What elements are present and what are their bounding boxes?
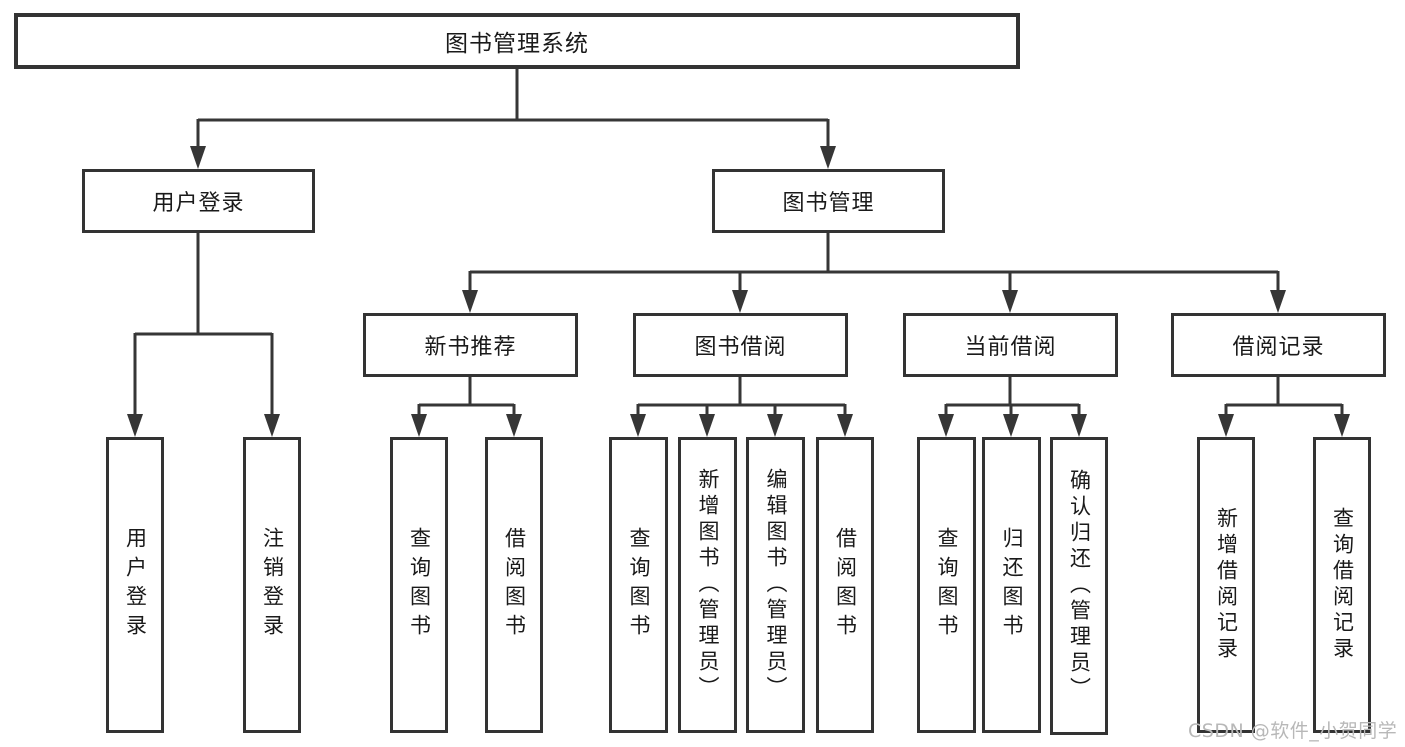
node-book-management: 图书管理 [712,169,945,233]
node-current-borrowing: 当前借阅 [903,313,1118,377]
leaf-borrow-books-1-label: 借阅图书 [502,527,527,643]
leaf-search-books-1-label: 查询图书 [407,527,432,643]
connector-book-management-to-level3 [462,233,1286,313]
leaf-add-books-admin-label: 新增图书（管理员） [696,468,720,702]
node-book-borrowing: 图书借阅 [633,313,848,377]
connector-book-borrowing-to-leaves [630,377,853,437]
node-borrowing-records-label: 借阅记录 [1232,335,1325,360]
leaf-search-books-3: 查询图书 [917,437,976,733]
leaf-borrow-books-2: 借阅图书 [816,437,874,733]
leaf-search-borrow-record: 查询借阅记录 [1313,437,1371,733]
leaf-add-borrow-record: 新增借阅记录 [1197,437,1255,733]
leaf-logout: 注销登录 [243,437,301,733]
leaf-user-login-label: 用户登录 [123,527,148,643]
leaf-search-books-3-label: 查询图书 [935,527,959,643]
leaf-confirm-return-admin-label: 确认归还（管理员） [1067,469,1092,703]
connector-user-login-to-leaves [127,233,280,437]
node-current-borrowing-label: 当前借阅 [964,335,1057,360]
leaf-search-books-1: 查询图书 [390,437,448,733]
connector-current-borrowing-to-leaves [938,377,1087,437]
leaf-return-books: 归还图书 [982,437,1041,733]
connector-borrowing-records-to-leaves [1218,377,1350,437]
leaf-borrow-books-2-label: 借阅图书 [833,527,858,643]
leaf-logout-label: 注销登录 [260,527,285,643]
node-new-book-recommend-label: 新书推荐 [424,335,517,360]
node-root: 图书管理系统 [14,13,1020,69]
watermark-text: CSDN @软件_小贺同学 [1188,720,1398,742]
leaf-add-books-admin: 新增图书（管理员） [678,437,737,733]
node-user-login-label: 用户登录 [152,191,245,216]
connector-new-book-recommend-to-leaves [411,377,522,437]
leaf-add-borrow-record-label: 新增借阅记录 [1214,507,1239,663]
leaf-confirm-return-admin: 确认归还（管理员） [1050,437,1108,735]
node-root-label: 图书管理系统 [445,31,589,57]
node-user-login: 用户登录 [82,169,315,233]
leaf-search-books-2-label: 查询图书 [627,527,651,643]
leaf-edit-books-admin-label: 编辑图书（管理员） [764,468,788,702]
leaf-edit-books-admin: 编辑图书（管理员） [746,437,805,733]
node-borrowing-records: 借阅记录 [1171,313,1386,377]
leaf-search-books-2: 查询图书 [609,437,668,733]
connector-root-to-level2 [190,68,836,169]
node-book-borrowing-label: 图书借阅 [694,335,787,360]
leaf-borrow-books-1: 借阅图书 [485,437,543,733]
leaf-return-books-label: 归还图书 [1000,527,1024,643]
leaf-search-borrow-record-label: 查询借阅记录 [1330,507,1355,663]
node-book-management-label: 图书管理 [782,191,875,216]
leaf-user-login: 用户登录 [106,437,164,733]
node-new-book-recommend: 新书推荐 [363,313,578,377]
